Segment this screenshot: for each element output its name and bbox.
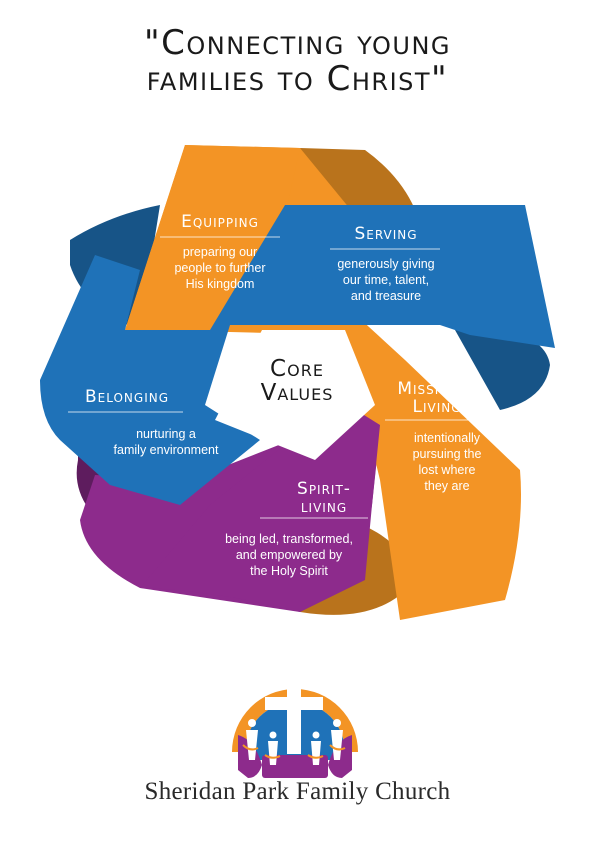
figures-accent-icon [242, 744, 346, 759]
belonging-desc-2: family environment [114, 443, 219, 457]
missional-heading-1: Missional [397, 379, 476, 399]
equipping-desc-3: His kingdom [186, 277, 255, 291]
serving-desc-1: generously giving [337, 257, 434, 271]
logo-purple-base [238, 735, 352, 778]
logo-purple-bar [262, 755, 328, 778]
spirit-desc-1: being led, transformed, [225, 532, 353, 546]
missional-heading-2: Living [412, 397, 461, 417]
spirit-heading-2: living [301, 497, 347, 517]
serving-heading: Serving [354, 224, 417, 244]
church-logo [232, 682, 358, 778]
center-label-line-1: Core [270, 356, 324, 382]
blue-fold-right [455, 325, 550, 410]
missional-desc-3: lost where [419, 463, 476, 477]
cross-icon-horizontal [265, 697, 323, 710]
page-title-line-1: "Connecting young [143, 23, 452, 63]
equipping-heading: Equipping [181, 212, 259, 232]
blue-band [40, 205, 555, 505]
equipping-desc-2: people to further [174, 261, 265, 275]
church-name: Sheridan Park Family Church [144, 778, 451, 805]
spirit-heading-1: Spirit- [297, 479, 351, 499]
cross-icon-vertical [287, 682, 301, 754]
spirit-desc-2: and empowered by [236, 548, 343, 562]
figures-icon [246, 719, 343, 765]
serving-desc-3: and treasure [351, 289, 421, 303]
serving-desc-2: our time, talent, [343, 273, 429, 287]
center-label-line-2: Values [261, 380, 334, 406]
missional-desc-4: they are [424, 479, 469, 493]
missional-desc-2: pursuing the [413, 447, 482, 461]
equipping-desc-1: preparing our [183, 245, 257, 259]
spirit-desc-3: the Holy Spirit [250, 564, 328, 578]
belonging-heading: Belonging [85, 387, 169, 407]
page-title-line-2: families to Christ" [146, 59, 449, 99]
belonging-desc-1: nurturing a [136, 427, 196, 441]
logo-sun-arc [232, 689, 358, 752]
center-area [215, 330, 375, 460]
missional-desc-1: intentionally [414, 431, 481, 445]
